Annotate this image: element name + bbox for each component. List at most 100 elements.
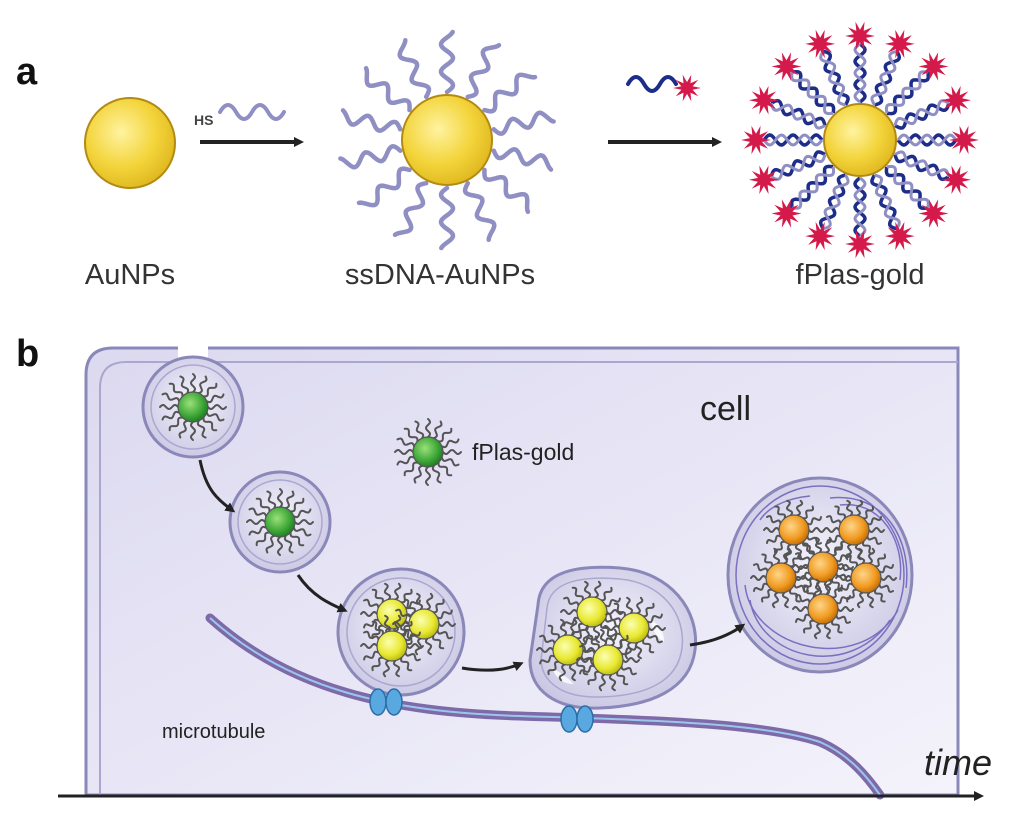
dna-strand <box>802 505 814 520</box>
yellow-nanoparticle <box>576 596 608 628</box>
dna-strand <box>178 419 189 439</box>
dna-strand <box>866 591 874 609</box>
dna-strand <box>803 619 815 634</box>
dna-strand <box>539 634 556 645</box>
fplas-gold-green-1 <box>159 373 227 441</box>
dna-strand <box>440 438 460 449</box>
fluorophore-icon <box>673 74 701 102</box>
dna-strand <box>761 553 773 568</box>
dna-strand <box>862 505 874 520</box>
dna-strand <box>774 505 786 520</box>
dna-strand <box>599 628 608 647</box>
dna-strand <box>371 588 384 604</box>
dna-strand <box>371 620 384 636</box>
dna-strand <box>642 638 655 654</box>
dna-strand <box>255 531 271 547</box>
dna-strand <box>403 598 416 614</box>
hs-reagent-label: HS <box>194 112 213 128</box>
aunp-label: AuNPs <box>85 259 175 291</box>
dna-strand <box>600 586 613 602</box>
dna-strand <box>563 616 580 627</box>
dsdna-strand <box>789 164 834 209</box>
dna-strand <box>168 382 184 398</box>
dna-strand <box>576 657 594 664</box>
dna-strand <box>826 515 842 525</box>
dna-strand <box>795 613 811 623</box>
dsdna-strand <box>884 166 929 211</box>
dna-strand <box>431 464 442 484</box>
dna-strand <box>179 375 190 395</box>
dsdna-strand <box>770 98 827 126</box>
ssdna-strand <box>893 99 950 126</box>
dna-strand <box>403 427 419 443</box>
dna-strand <box>781 591 789 609</box>
trafficking-arrow-1 <box>198 459 236 513</box>
dna-strand <box>205 411 225 422</box>
dna-strand <box>824 536 833 554</box>
aunp-particle <box>84 97 176 189</box>
dna-strand <box>424 637 433 656</box>
dna-strand <box>382 659 390 678</box>
cell-membrane <box>84 346 960 797</box>
ssdna-strand <box>462 180 497 243</box>
dna-strand <box>835 595 851 605</box>
dna-strand <box>576 660 589 676</box>
dna-strand <box>436 609 453 620</box>
dna-strand <box>598 673 606 692</box>
dna-strand <box>648 624 666 631</box>
dna-strand <box>563 596 580 607</box>
ssdna-strand <box>363 65 412 113</box>
dna-strand <box>613 602 626 618</box>
fplas-gold-arms <box>762 42 958 238</box>
dna-strand <box>360 643 378 650</box>
panel-b-letter: b <box>16 333 39 375</box>
dna-strand <box>579 644 596 655</box>
dna-strand <box>806 535 822 545</box>
dna-strand <box>831 584 843 599</box>
dna-strand <box>294 518 314 525</box>
green-nanoparticle <box>264 506 296 538</box>
microtubule-highlight <box>209 617 881 796</box>
dsdna-strand <box>853 176 867 238</box>
ssdna-strands <box>338 29 556 251</box>
ssdna-strand <box>397 37 432 100</box>
dna-strand <box>806 516 822 526</box>
dna-strand <box>793 583 809 593</box>
dna-strand <box>605 612 622 623</box>
dna-strand <box>786 499 794 517</box>
dna-strand <box>248 507 268 518</box>
dna-strand <box>248 525 268 536</box>
dna-strand <box>813 622 822 640</box>
dna-strand <box>404 651 421 662</box>
dna-strand <box>442 448 462 455</box>
dna-strand <box>866 516 882 526</box>
ssdna-strand <box>870 49 898 106</box>
dna-strand <box>406 642 424 649</box>
dna-strand <box>536 647 554 654</box>
ssdna-strand <box>853 42 867 104</box>
dna-strand <box>394 449 414 456</box>
dna-strand <box>437 427 453 443</box>
ssdna-strand <box>896 133 958 147</box>
ssdna-aunp-particle <box>401 94 493 186</box>
dna-strand <box>196 419 207 439</box>
dna-strand <box>826 534 842 544</box>
ssdna-aunp-label: ssDNA-AuNPs <box>345 259 535 291</box>
dsdna-strand <box>893 154 950 182</box>
dna-strand <box>432 598 445 614</box>
fplas-gold-yellow-cluster-1 <box>360 582 456 678</box>
dna-strand <box>404 631 421 642</box>
ssdna-strand <box>438 29 456 95</box>
panel-a-letter: a <box>16 51 38 93</box>
fluorophore-star <box>748 85 779 115</box>
trafficking-arrow-3 <box>461 661 524 672</box>
dna-strand <box>432 634 445 650</box>
dna-strand <box>558 663 566 682</box>
dna-strand <box>415 592 424 611</box>
ssdna-strand <box>491 110 556 136</box>
dna-strand <box>284 490 295 510</box>
dna-strand <box>878 564 894 574</box>
dna-strand <box>400 588 413 604</box>
ssdna-strand <box>770 154 827 181</box>
dna-strand <box>766 515 782 525</box>
